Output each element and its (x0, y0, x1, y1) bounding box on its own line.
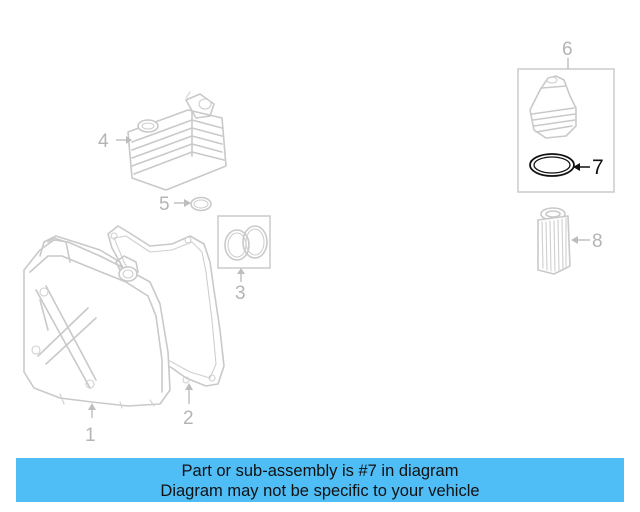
callout-4: 4 (98, 131, 109, 152)
info-banner: Part or sub-assembly is #7 in diagram Di… (16, 458, 624, 502)
callout-6: 6 (562, 39, 573, 60)
banner-line-1: Part or sub-assembly is #7 in diagram (181, 462, 459, 480)
oil-cooler-part-4[interactable] (127, 91, 227, 191)
callout-1: 1 (85, 425, 96, 446)
callout-8: 8 (592, 231, 603, 252)
seal-kit-part-3[interactable] (217, 215, 271, 269)
filter-element-part-8[interactable] (537, 207, 571, 275)
leader-line-7 (573, 163, 590, 171)
callout-7: 7 (592, 156, 604, 179)
o-ring-part-7[interactable] (529, 153, 575, 177)
filter-housing-part-6[interactable] (517, 68, 615, 193)
callout-3: 3 (235, 283, 246, 304)
o-ring-part-5[interactable] (190, 196, 212, 212)
leader-lines (88, 58, 590, 418)
oil-pan-part-1[interactable] (23, 235, 171, 409)
callout-2: 2 (183, 408, 194, 429)
banner-line-2: Diagram may not be specific to your vehi… (160, 482, 480, 500)
callout-5: 5 (159, 194, 170, 215)
